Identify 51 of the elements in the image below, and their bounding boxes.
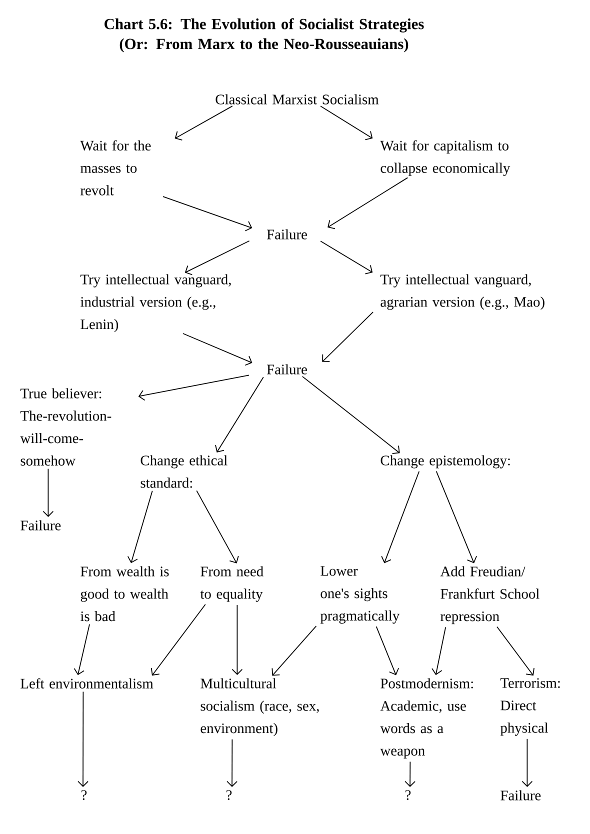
arrow (74, 624, 90, 676)
node-text: Try intellectual vanguard, agrarian version (e.g., Mao) (380, 274, 544, 310)
arrow (320, 106, 373, 140)
node-text: Terrorism: Direct physical (500, 678, 560, 736)
node-text: Lower one's sights pragmatically (320, 566, 400, 624)
arrow (174, 106, 233, 141)
chart-title: Chart 5.6: The Evolution of Socialist Strategies (Or: From Marx to the Neo-Rousseauians) (104, 18, 424, 52)
arrow (127, 490, 153, 564)
node-text: True believer: The-revolution-will-come-somehow (20, 388, 112, 466)
arrow (226, 738, 238, 787)
arrow (162, 196, 252, 232)
arrow (432, 626, 446, 676)
node-text: Wait for the masses to revolt (80, 140, 151, 196)
arrow (150, 604, 206, 676)
node-text: Failure (266, 229, 307, 240)
arrow (78, 691, 88, 787)
node-text: Left environmentalism (20, 678, 154, 689)
node-text: Wait for capitalism to collapse economically (380, 140, 510, 176)
node-text: Change epistemology: (380, 455, 510, 468)
arrow (138, 374, 250, 401)
arrow (272, 626, 317, 676)
node-text: Failure (500, 790, 541, 800)
node-text: Change ethical standard: (140, 455, 228, 488)
node-text: ? (406, 790, 411, 800)
arrow (215, 376, 264, 452)
arrow (436, 470, 477, 564)
node-text: Classical Marxist Socialism (216, 94, 379, 104)
arrow (404, 761, 416, 787)
arrow (496, 626, 534, 676)
arrow (42, 468, 54, 517)
arrow (381, 470, 420, 564)
node-text: ? (226, 790, 232, 800)
arrow (184, 240, 250, 276)
node-text: From wealth is good to wealth is bad (80, 566, 169, 622)
node-text: Multicultural socialism (race, sex, environment) (200, 678, 319, 736)
arrow (302, 376, 400, 454)
arrow (182, 333, 252, 366)
node-text: Postmodernism: Academic, use words as a weapon (380, 678, 473, 759)
node-text: Failure (266, 364, 307, 374)
arrow (522, 738, 533, 787)
arrow (196, 490, 239, 564)
node-text: Failure (20, 520, 61, 530)
arrow (328, 177, 408, 230)
node-text: Try intellectual vanguard, industrial version (e.g., Lenin) (80, 274, 231, 332)
arrow (320, 240, 373, 274)
node-text: Add Freudian/ Frankfurt School repression (440, 566, 540, 624)
node-text: From need to equality (200, 566, 264, 602)
node-text: ? (82, 790, 87, 800)
arrow (232, 604, 243, 675)
arrow (322, 312, 374, 362)
arrow (376, 626, 400, 676)
